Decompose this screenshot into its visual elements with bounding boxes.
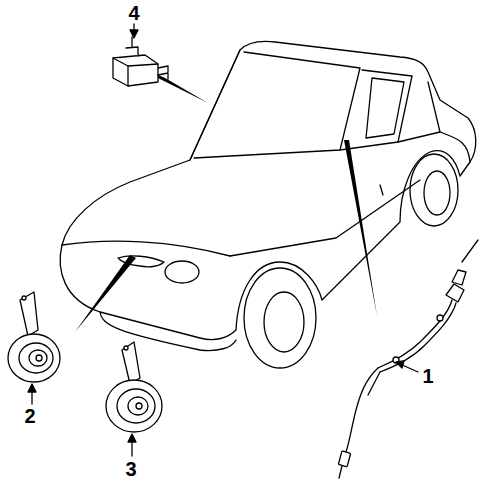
wheels xyxy=(244,154,458,368)
callout-number: 2 xyxy=(24,406,35,426)
callout-number: 3 xyxy=(125,459,136,479)
antenna-cable xyxy=(338,240,478,478)
callout-number: 4 xyxy=(128,3,139,23)
leader-wedges xyxy=(75,68,377,332)
callout-arrows xyxy=(28,24,418,456)
callout-number: 1 xyxy=(422,366,433,386)
horn-relay xyxy=(113,37,168,86)
horn-3 xyxy=(106,342,162,432)
horn-2 xyxy=(8,292,60,382)
